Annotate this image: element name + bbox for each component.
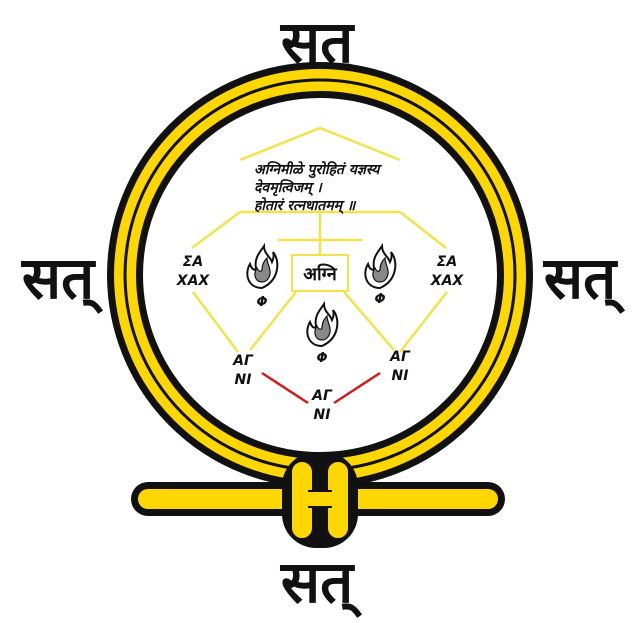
agni-left-top: AΓ bbox=[232, 353, 254, 369]
sakhax-left-bottom: XAX bbox=[176, 273, 211, 289]
center-box: अग्नि bbox=[292, 255, 348, 291]
phi-left: Φ bbox=[256, 295, 267, 310]
agni-bottom-top: AΓ bbox=[311, 388, 333, 404]
agni-right-top: AΓ bbox=[389, 349, 411, 365]
sakhax-right-top: ΣA bbox=[437, 254, 457, 270]
phi-right: Φ bbox=[374, 292, 385, 307]
center-label: अग्नि bbox=[303, 263, 337, 285]
sat-left: सत् bbox=[21, 244, 103, 314]
flame-icon-center bbox=[307, 304, 337, 346]
verse-line-3: होतारं रत्नधातमम् ॥ bbox=[254, 197, 357, 214]
flame-icon-left bbox=[247, 246, 277, 288]
sat-bottom: सत् bbox=[280, 548, 362, 618]
sakhax-right-bottom: XAX bbox=[430, 273, 465, 289]
verse-line-2: देवमृत्विजम् । bbox=[254, 179, 323, 197]
flame-icon-right bbox=[365, 246, 395, 288]
sakhax-left-top: ΣA bbox=[183, 254, 203, 270]
phi-center: Φ bbox=[316, 351, 327, 366]
verse-line-1: अग्निमीळे पुरोहितं यज्ञस्य bbox=[254, 161, 382, 179]
agni-bottom-bottom: NI bbox=[314, 407, 331, 423]
rigveda-verse: अग्निमीळे पुरोहितं यज्ञस्य देवमृत्विजम् … bbox=[254, 161, 382, 214]
agni-left-bottom: NI bbox=[235, 372, 252, 388]
sat-right: सत् bbox=[543, 244, 625, 314]
knot-h bbox=[282, 452, 358, 548]
agni-right-bottom: NI bbox=[392, 368, 409, 384]
